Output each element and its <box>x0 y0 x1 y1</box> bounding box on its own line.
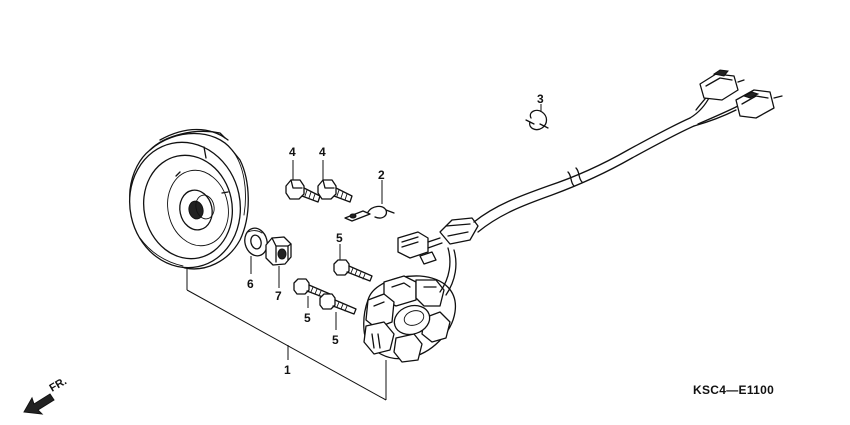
diagram-code: KSC4—E1100 <box>693 383 774 397</box>
bolt-right <box>317 179 353 203</box>
wire-clip <box>525 109 549 131</box>
callout-5-bottom: 5 <box>332 333 339 347</box>
connector-lower <box>735 89 783 119</box>
wire-harness <box>439 89 739 245</box>
callout-6: 6 <box>247 277 254 291</box>
connector-upper <box>699 69 745 101</box>
stator <box>363 247 457 363</box>
stator-bolt-bottom <box>319 293 357 315</box>
callout-1: 1 <box>284 363 291 377</box>
stator-bolt-top <box>333 259 373 282</box>
callout-7: 7 <box>275 289 282 303</box>
harness-clamp <box>344 205 395 222</box>
callout-2: 2 <box>378 168 385 182</box>
front-direction-arrow-icon: FR. <box>23 375 69 415</box>
bolt-left <box>285 179 321 203</box>
flywheel-rotor <box>128 128 249 270</box>
flange-nut <box>265 236 292 266</box>
washer <box>244 227 268 257</box>
callout-5-top: 5 <box>336 231 343 245</box>
callout-4-left: 4 <box>289 145 296 159</box>
leader-lines <box>186 104 542 401</box>
pulse-generator <box>397 231 443 265</box>
callout-4-right: 4 <box>319 145 326 159</box>
direction-label: FR. <box>48 375 69 394</box>
callout-3: 3 <box>537 92 544 106</box>
callout-5-middle: 5 <box>304 311 311 325</box>
